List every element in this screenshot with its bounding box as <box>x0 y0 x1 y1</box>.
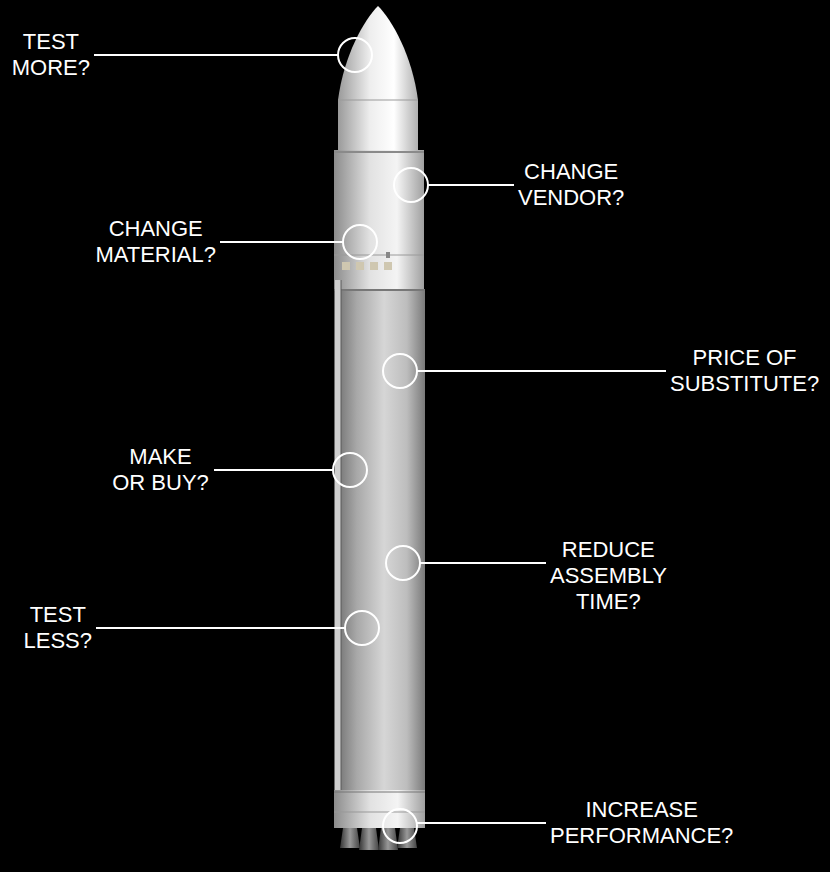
first-stage <box>334 290 425 790</box>
callout-label: TEST MORE? <box>12 29 90 81</box>
leader-line <box>428 184 514 186</box>
raceway <box>335 280 341 800</box>
leader-line <box>420 562 546 564</box>
callout-circle <box>343 225 377 259</box>
callout-circle <box>394 168 428 202</box>
engine-nozzle <box>397 828 417 848</box>
callout-label: CHANGE MATERIAL? <box>95 216 216 268</box>
callout-label: REDUCE ASSEMBLY TIME? <box>550 537 667 615</box>
callout-circle <box>338 38 372 72</box>
leader-line <box>214 469 333 471</box>
rocket <box>334 6 425 850</box>
engine-nozzle <box>359 828 379 850</box>
callout-label: INCREASE PERFORMANCE? <box>550 797 733 849</box>
leader-line <box>94 54 338 56</box>
leader-line <box>220 241 343 243</box>
callout-label: PRICE OF SUBSTITUTE? <box>670 345 819 397</box>
callout-label: TEST LESS? <box>24 602 92 654</box>
engine-section <box>334 790 425 828</box>
leader-line <box>96 627 345 629</box>
callout-circle <box>333 453 367 487</box>
callout-markers <box>94 38 666 843</box>
leader-line <box>417 370 666 372</box>
callout-circle <box>383 354 417 388</box>
leader-line <box>417 822 546 824</box>
callout-circle <box>345 611 379 645</box>
callout-circle <box>386 546 420 580</box>
callout-circle <box>383 809 417 843</box>
upper-stage <box>334 150 424 290</box>
engine-nozzle <box>340 828 360 848</box>
callout-label: CHANGE VENDOR? <box>518 159 624 211</box>
callout-label: MAKE OR BUY? <box>111 444 210 496</box>
nose-fairing <box>338 6 418 150</box>
